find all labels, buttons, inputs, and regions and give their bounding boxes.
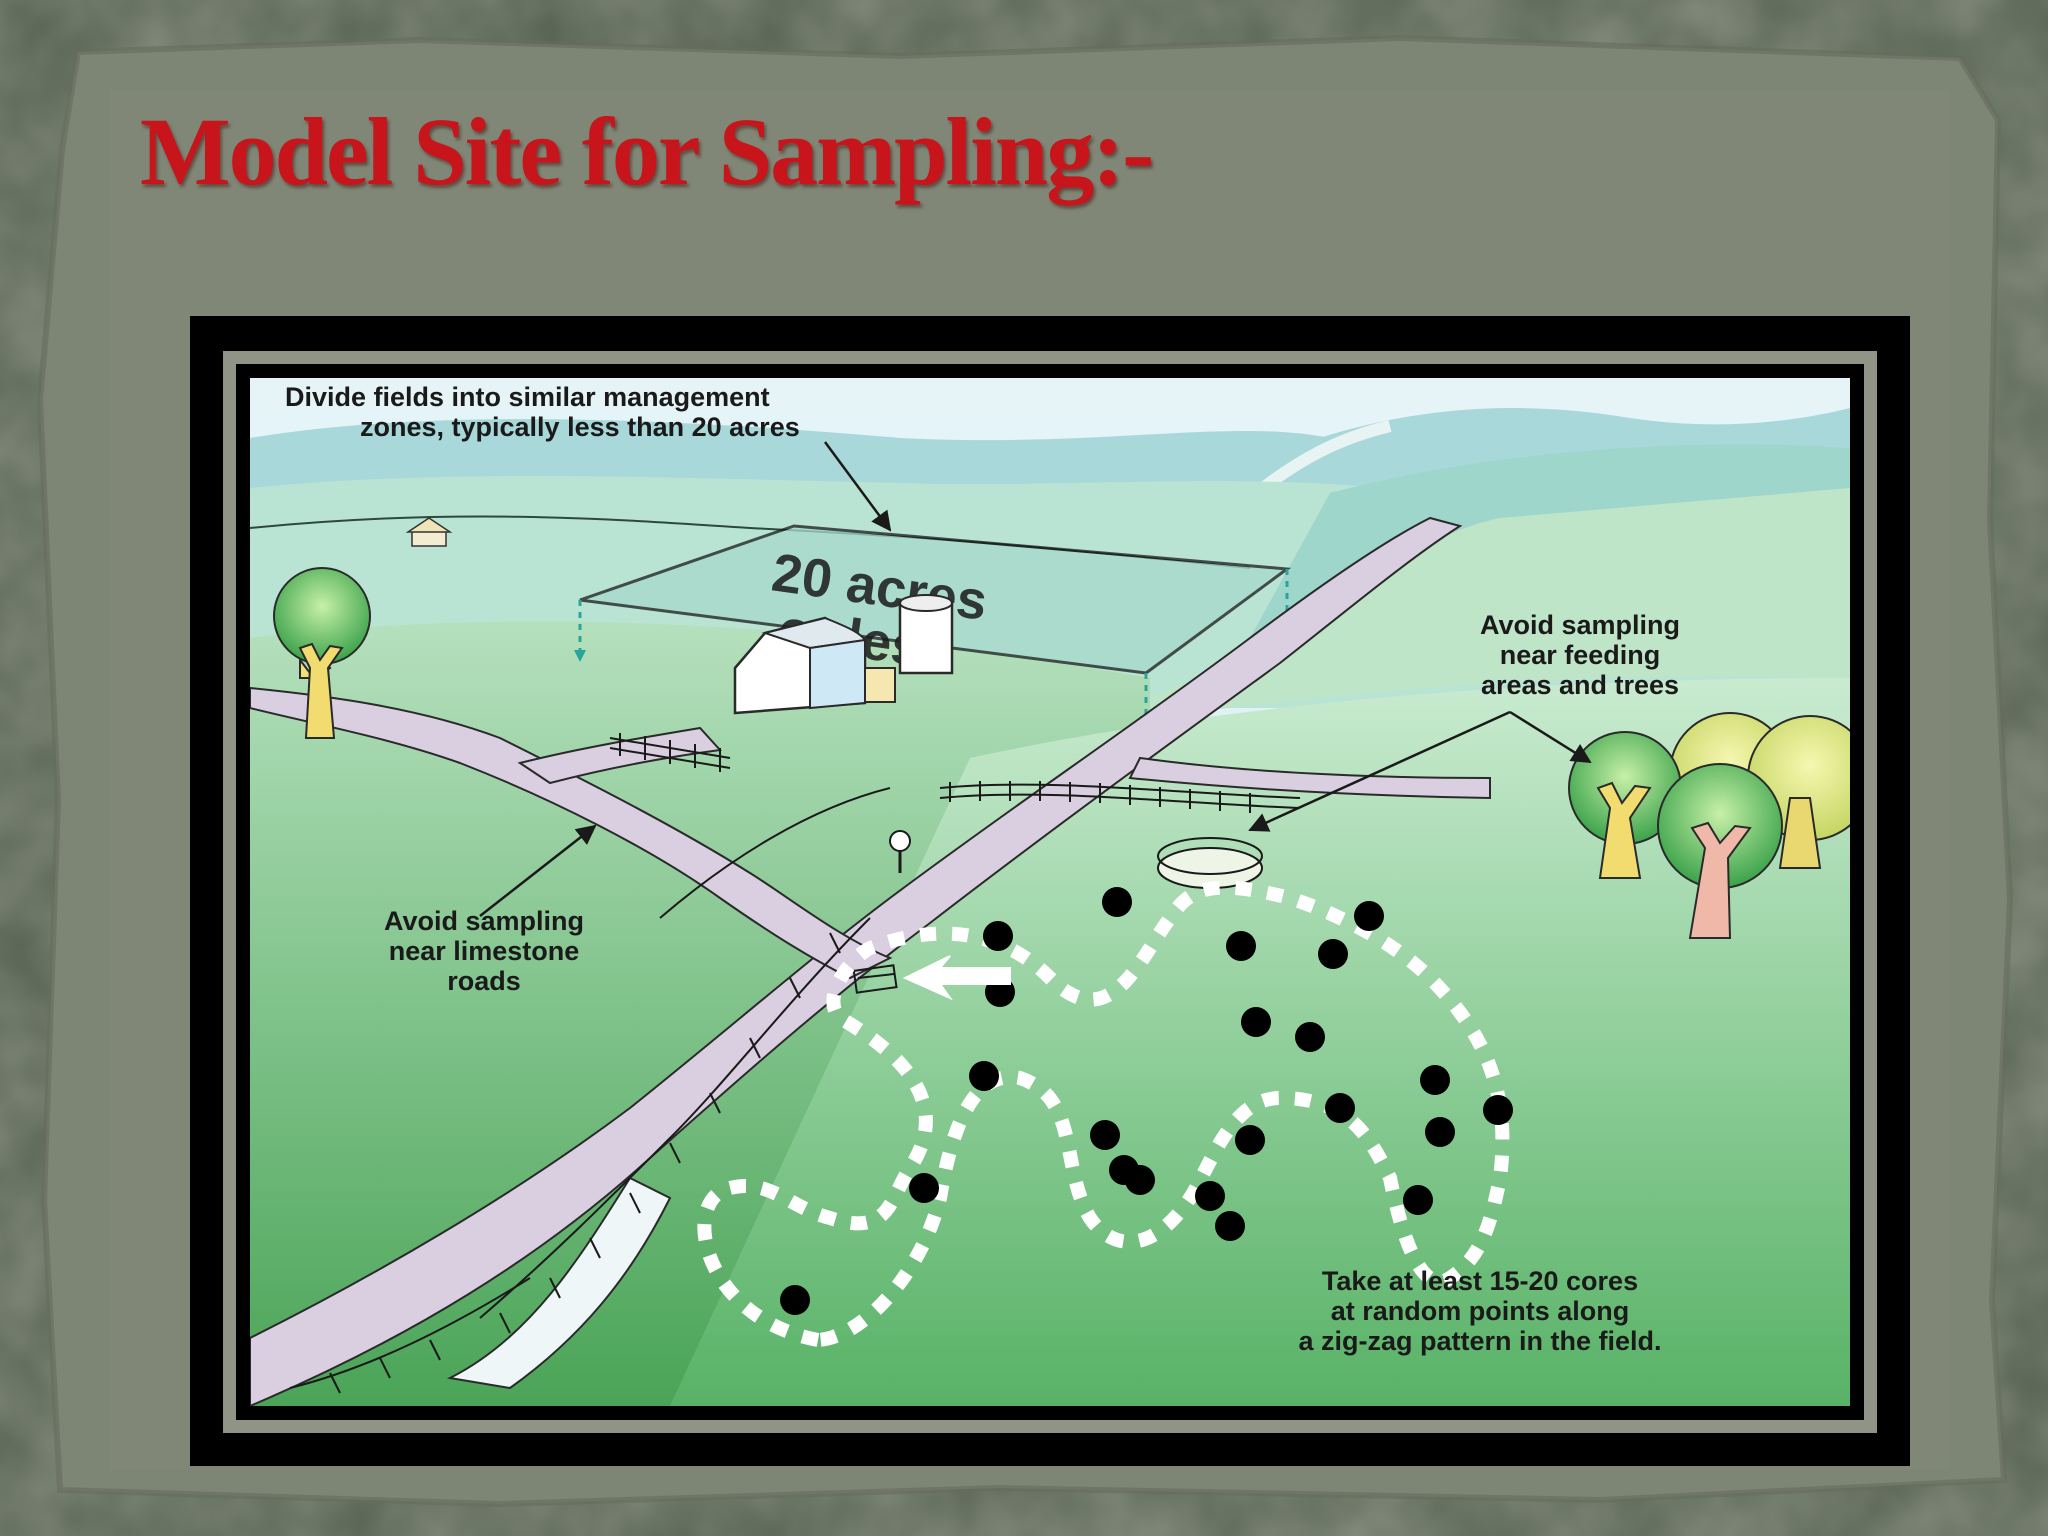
label-cores: Take at least 15-20 cores at random poin… — [1298, 1266, 1661, 1356]
label-cores-line3: a zig-zag pattern in the field. — [1298, 1326, 1661, 1356]
label-roads-line3: roads — [447, 966, 521, 996]
core-dot — [1195, 1181, 1225, 1211]
label-zones-line2: zones, typically less than 20 acres — [360, 412, 800, 442]
label-feeding-line1: Avoid sampling — [1480, 610, 1680, 640]
core-dot — [1425, 1117, 1455, 1147]
core-dot — [1403, 1185, 1433, 1215]
label-cores-line2: at random points along — [1331, 1296, 1630, 1326]
core-dot — [1215, 1211, 1245, 1241]
core-dot — [983, 921, 1013, 951]
core-dot — [1420, 1065, 1450, 1095]
core-dot — [909, 1173, 939, 1203]
label-zones: Divide fields into similar management zo… — [285, 382, 800, 442]
core-dot — [1325, 1093, 1355, 1123]
soil-sampling-diagram: 20 acres or less — [250, 378, 1850, 1406]
core-dot — [1295, 1022, 1325, 1052]
slide-title: Model Site for Sampling:- — [140, 96, 1152, 207]
label-feeding-line2: near feeding — [1500, 640, 1661, 670]
core-dot — [1102, 887, 1132, 917]
label-roads-line2: near limestone — [389, 936, 580, 966]
core-dot — [1226, 931, 1256, 961]
core-dot — [1235, 1125, 1265, 1155]
label-feeding: Avoid sampling near feeding areas and tr… — [1480, 610, 1680, 700]
core-dot — [1241, 1007, 1271, 1037]
core-dot — [1354, 901, 1384, 931]
label-zones-line1: Divide fields into similar management — [285, 382, 770, 412]
label-cores-line1: Take at least 15-20 cores — [1322, 1266, 1638, 1296]
label-roads-line1: Avoid sampling — [384, 906, 584, 936]
core-dot — [969, 1061, 999, 1091]
core-dot — [1125, 1165, 1155, 1195]
silo-icon — [900, 595, 952, 673]
label-feeding-line3: areas and trees — [1481, 670, 1679, 700]
core-dot — [1090, 1120, 1120, 1150]
core-dot — [780, 1285, 810, 1315]
core-dot — [1318, 939, 1348, 969]
core-dot — [1483, 1095, 1513, 1125]
